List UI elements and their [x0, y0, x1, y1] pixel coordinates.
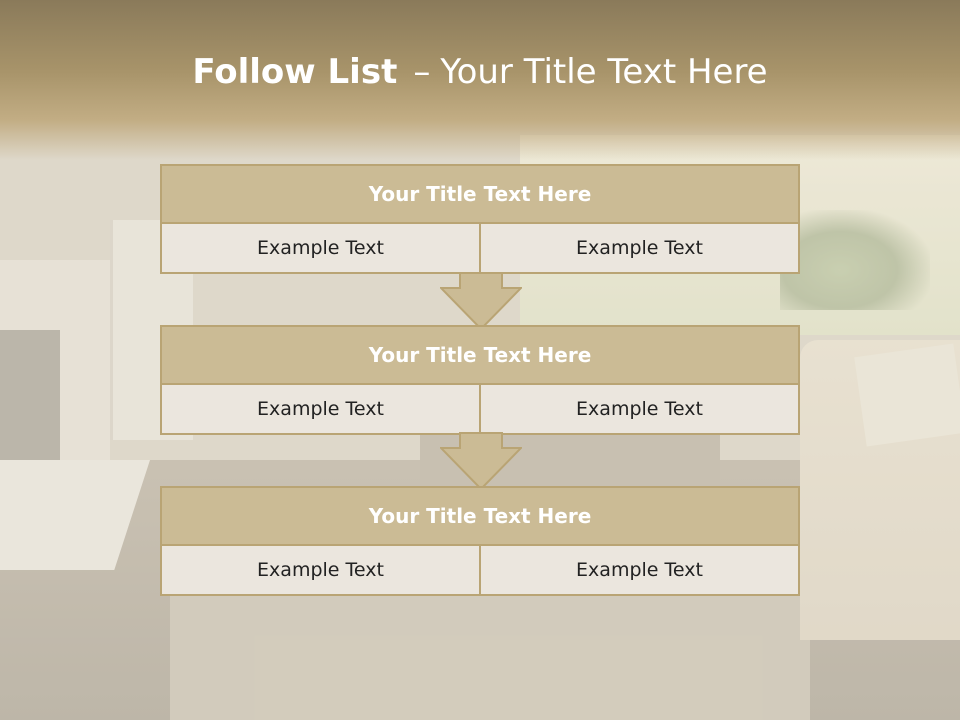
step-cell-right: Example Text — [479, 546, 798, 594]
slide-title-rest: Your Title Text Here — [440, 52, 768, 92]
step-box-1: Your Title Text Here Example Text Exampl… — [160, 164, 800, 274]
step-box-3: Your Title Text Here Example Text Exampl… — [160, 486, 800, 596]
down-arrow-icon — [440, 272, 522, 330]
step-title: Your Title Text Here — [162, 327, 798, 385]
slide-title: Follow List–Your Title Text Here — [0, 52, 960, 92]
step-row: Example Text Example Text — [162, 224, 798, 272]
step-title: Your Title Text Here — [162, 166, 798, 224]
step-cell-right: Example Text — [479, 224, 798, 272]
down-arrow-icon — [440, 432, 522, 490]
step-cell-left: Example Text — [257, 237, 384, 259]
step-box-2: Your Title Text Here Example Text Exampl… — [160, 325, 800, 435]
slide-title-dash: – — [413, 52, 431, 92]
background-trees — [780, 210, 930, 310]
step-cell-left: Example Text — [257, 398, 384, 420]
step-row: Example Text Example Text — [162, 385, 798, 433]
step-cell-right: Example Text — [479, 385, 798, 433]
title-band — [0, 0, 960, 160]
step-title: Your Title Text Here — [162, 488, 798, 546]
slide-title-bold: Follow List — [192, 52, 398, 92]
step-row: Example Text Example Text — [162, 546, 798, 594]
step-cell-left: Example Text — [257, 559, 384, 581]
